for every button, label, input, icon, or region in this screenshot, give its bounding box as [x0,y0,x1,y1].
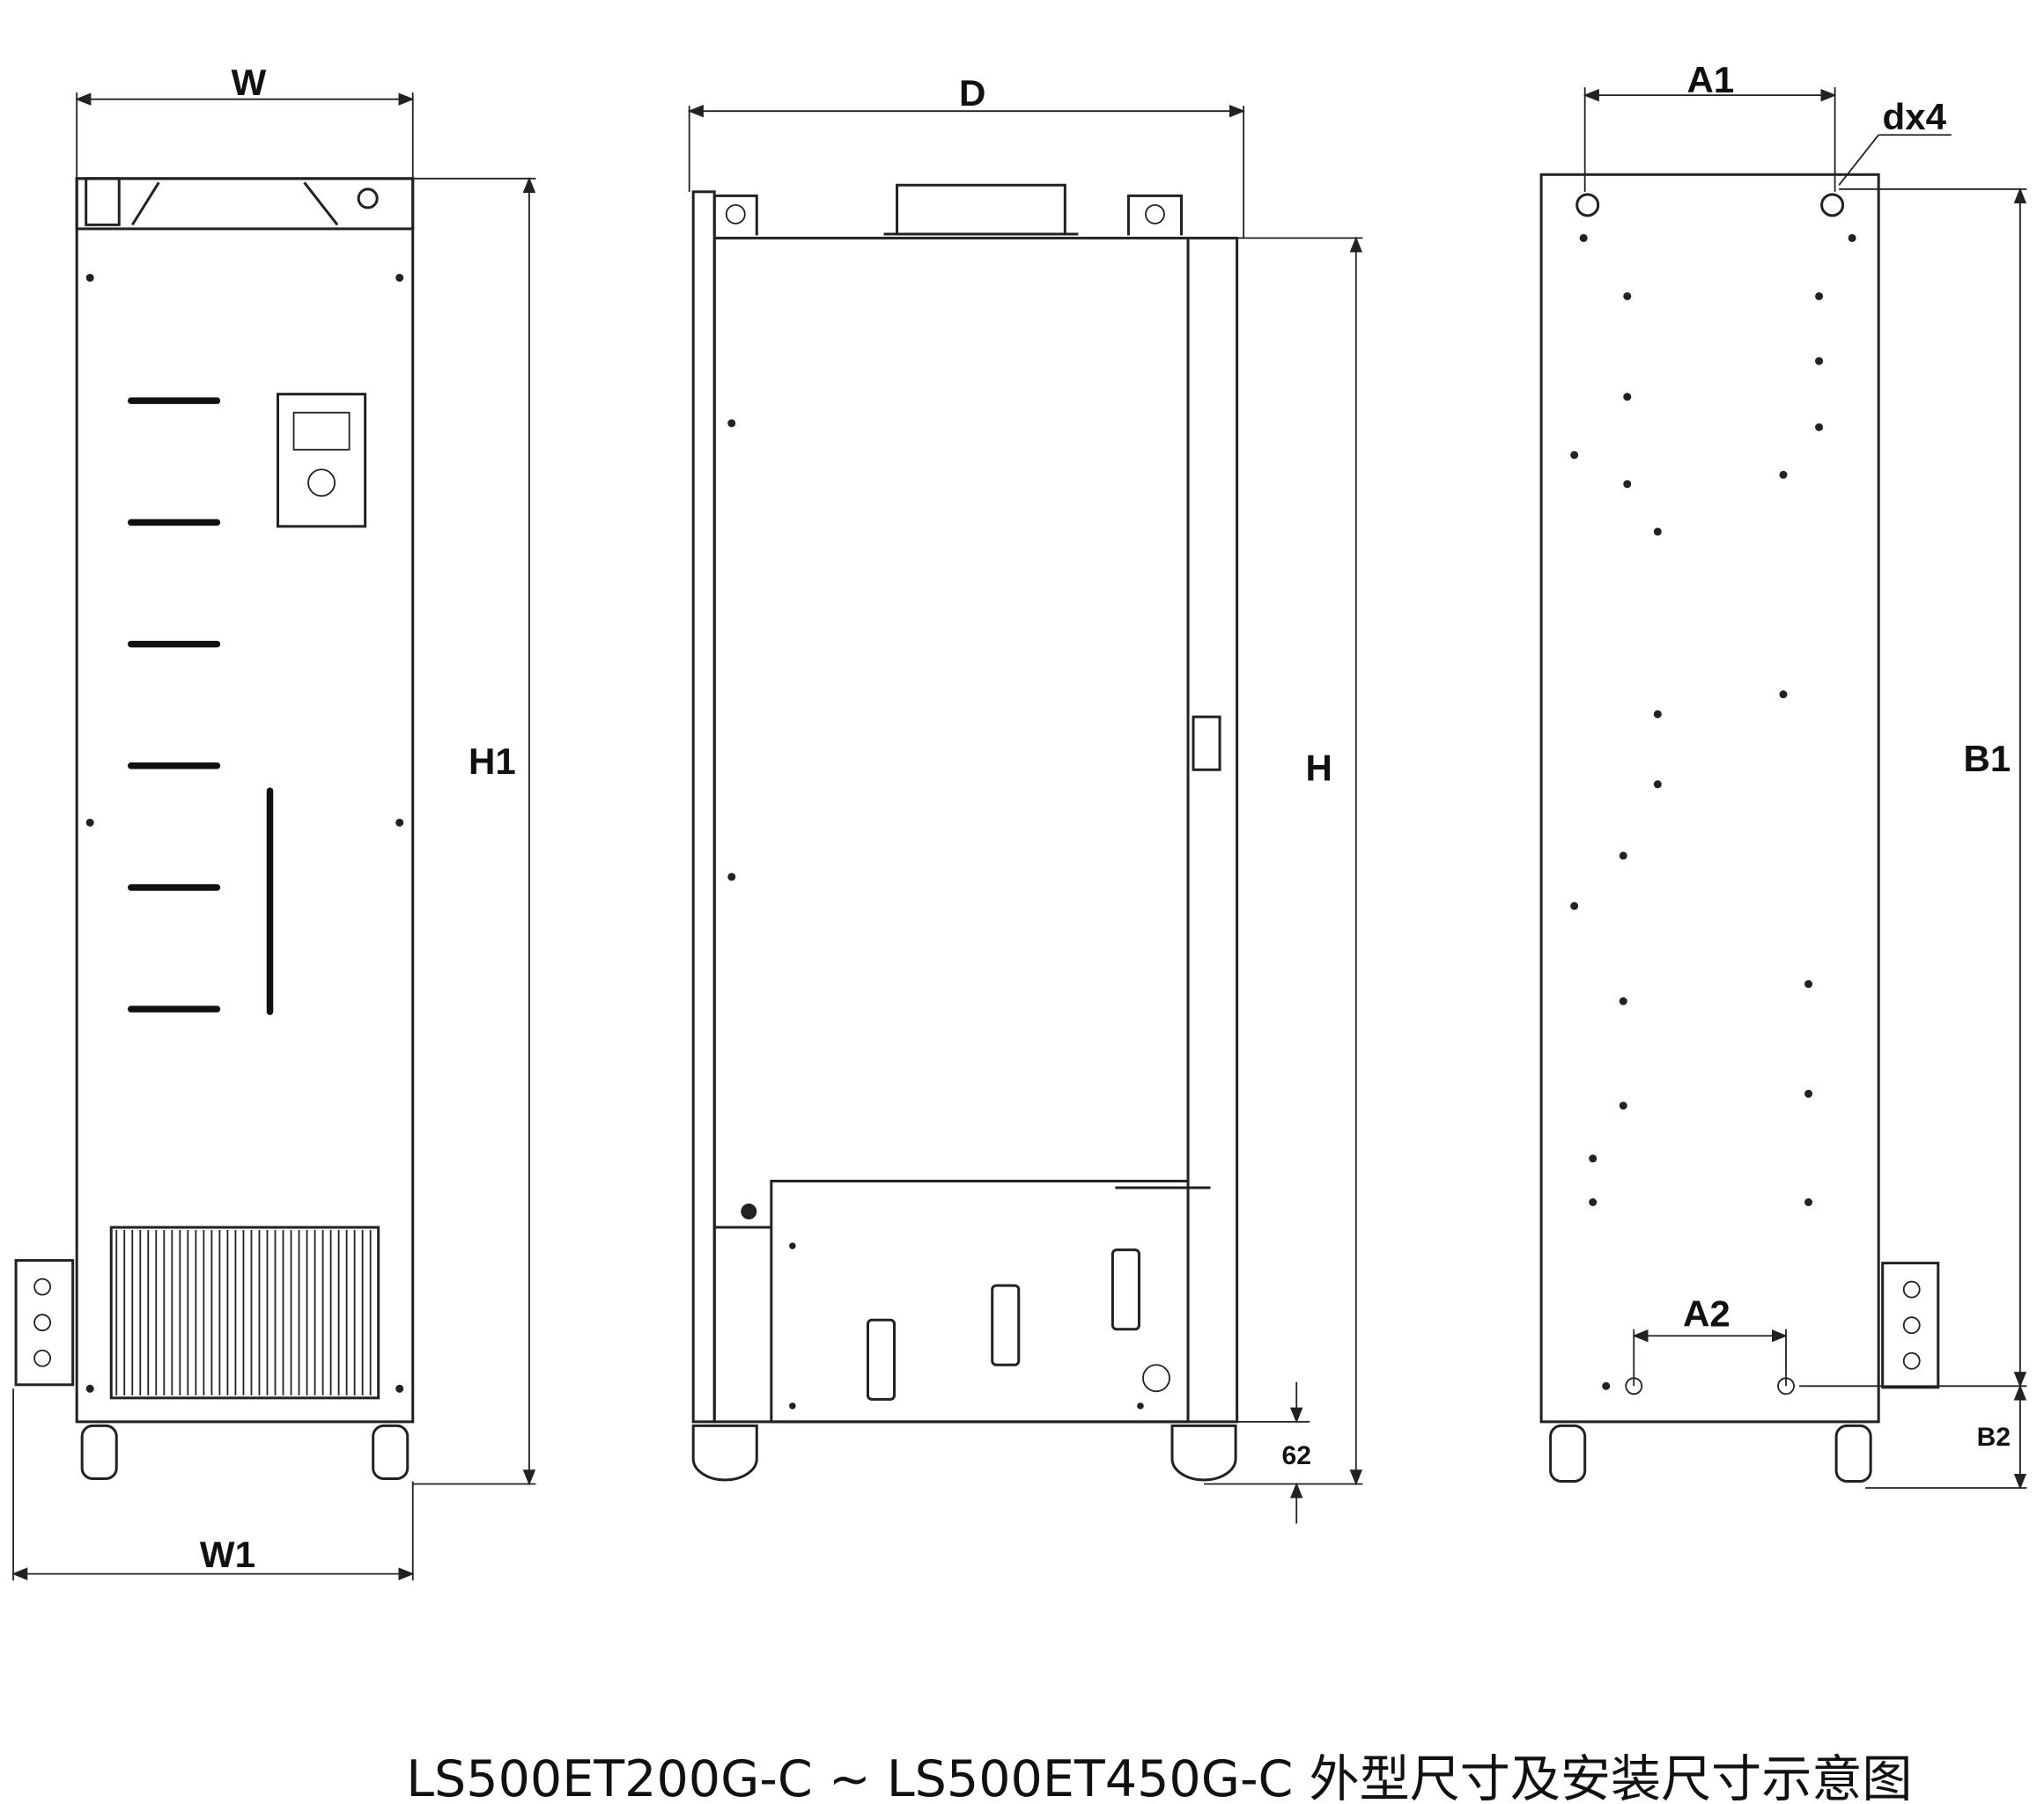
drawing-caption: LS500ET200G-C ~ LS500ET450G-C 外型尺寸及安装尺寸示… [406,1750,1912,1804]
vent-slots [128,397,274,1015]
side-view: D H 62 [687,72,1363,1524]
label-d: D [959,72,985,114]
label-a2: A2 [1683,1293,1730,1335]
caster [80,1424,410,1480]
label-h1: H1 [469,740,516,782]
label-dx4: dx4 [1883,96,1947,137]
front-view: W H1 W1 [11,62,536,1581]
grill [115,1230,372,1395]
label-w: W [232,62,267,103]
label-h: H [1306,747,1332,788]
door-latch [1192,715,1221,771]
label-b2: B2 [1977,1423,2011,1452]
label-w1: W1 [200,1534,255,1575]
label-b1: B1 [1963,738,2011,779]
label-62: 62 [1282,1441,1311,1470]
rear-view: A1 dx4 B1 B2 A2 [1539,59,2027,1490]
terminals [14,1259,75,1387]
label-a1: A1 [1687,59,1735,100]
terminals [1881,1262,1940,1389]
mounting-holes [1570,233,1856,1390]
keypad-panel [277,393,367,528]
